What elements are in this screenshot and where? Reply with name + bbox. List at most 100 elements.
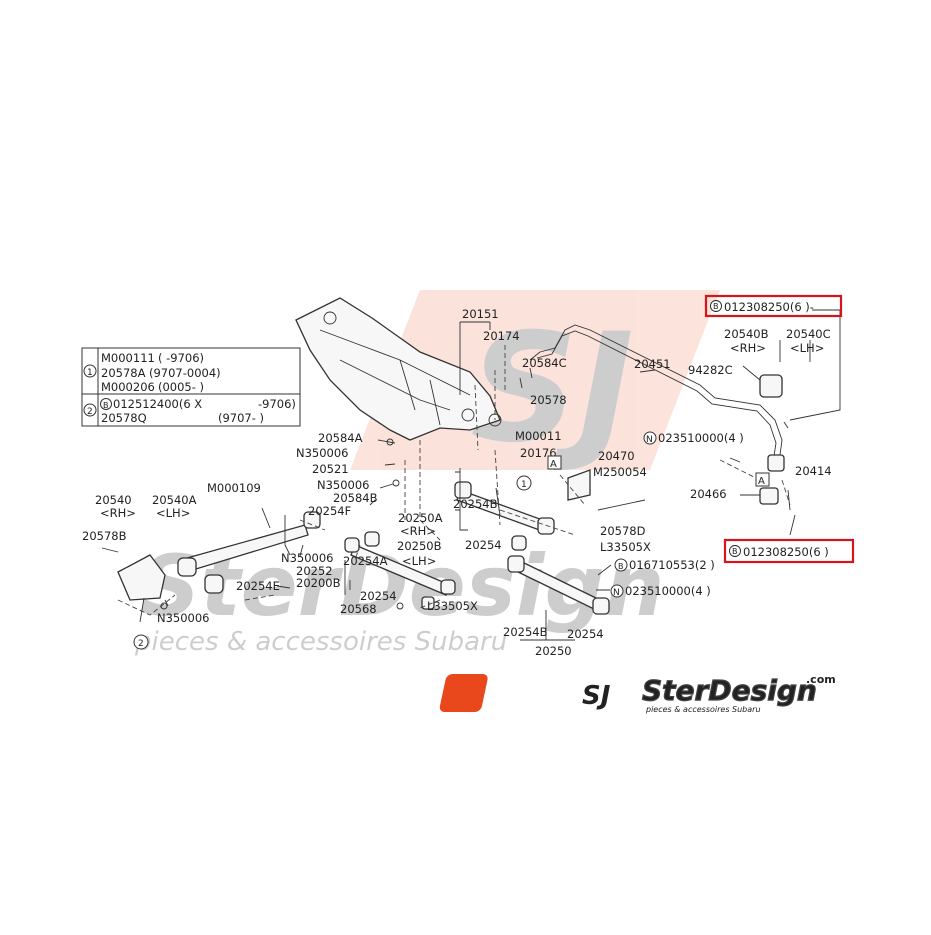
callout-20466: 20466 xyxy=(690,487,727,501)
callout-L33505X-b: L33505X xyxy=(427,599,478,613)
callout-20578B: 20578B xyxy=(82,529,127,543)
bracket-left-part xyxy=(117,554,176,616)
legend-row1-line1-part: M000111 xyxy=(101,351,155,365)
watermark-tagline: pieces & accessoires Subaru xyxy=(134,627,507,657)
legend-row2-line2-note: (9707- ) xyxy=(218,411,264,425)
legend-marker-1-label: 1 xyxy=(87,368,93,378)
callout-0235-b: 023510000(4 ) xyxy=(625,584,711,598)
legend-row2-line2-part: 20578Q xyxy=(101,411,147,425)
legend-marker-2-label: 2 xyxy=(87,407,93,417)
stabilizer-bracket-part xyxy=(567,374,785,505)
highlighted-part-1-code: 012308250(6 )- xyxy=(724,300,814,314)
marker-b-icon-1 xyxy=(614,558,628,572)
brand-logo-mark-bg xyxy=(439,674,488,712)
marker-b-label-1: B xyxy=(618,562,624,571)
callout-lh-2: <LH> xyxy=(402,554,436,568)
callout-20578D: 20578D xyxy=(600,524,646,538)
marker-2-icon xyxy=(133,634,149,650)
marker-2-label: 2 xyxy=(138,639,144,649)
marker-1-label: 1 xyxy=(521,480,527,490)
callout-20252: 20252 xyxy=(296,564,333,578)
brand-logo-tagline: pieces & accessoires Subaru xyxy=(645,705,761,714)
highlighted-part-2[interactable]: B 012308250(6 ) xyxy=(723,538,855,564)
callout-20470: 20470 xyxy=(598,449,635,463)
callout-lh-3: <LH> xyxy=(156,506,190,520)
marker-n-icon xyxy=(643,431,657,445)
callout-20578: 20578 xyxy=(530,393,567,407)
legend-row1-line2-note: (9707-0004) xyxy=(149,366,221,380)
callout-94282C: 94282C xyxy=(688,363,733,377)
brand-logo-name: SterDesign xyxy=(642,674,817,707)
callout-M250054: M250054 xyxy=(593,465,647,479)
lateral-link-lower-part xyxy=(507,535,610,615)
marker-n-icon-2 xyxy=(610,584,624,598)
legend-row2-line1-note: -9706) xyxy=(258,397,296,411)
callout-20521: 20521 xyxy=(312,462,349,476)
legend-row1-line1-note: ( -9706) xyxy=(158,351,204,365)
callout-20254E: 20254E xyxy=(236,579,280,593)
callout-20250A: 20250A xyxy=(398,511,443,525)
marker-n-label: N xyxy=(646,435,653,445)
legend-row1-line3-note: (0005- ) xyxy=(158,380,204,394)
marker-n-label-2: N xyxy=(613,588,620,598)
callout-L33505X-a: L33505X xyxy=(600,540,651,554)
legend-row2-line1-part: 012512400(6 X xyxy=(113,397,202,411)
highlighted-part-2-marker: B xyxy=(732,547,738,556)
leader-lines xyxy=(276,309,841,641)
callout-N350006-b: N350006 xyxy=(317,478,370,492)
legend-table: 1 M000111 ( -9706) 20578A (9707-0004) M0… xyxy=(81,347,301,427)
highlighted-part-1[interactable]: B 012308250(6 )- xyxy=(704,294,843,318)
callout-N350006-c: N350006 xyxy=(281,551,334,565)
highlighted-part-1-marker: B xyxy=(713,302,719,311)
callout-20568: 20568 xyxy=(340,602,377,616)
callout-20414: 20414 xyxy=(795,464,832,478)
callout-20176: 20176 xyxy=(520,446,557,460)
callout-20254-a: 20254 xyxy=(465,538,502,552)
callout-20254B-b: 20254B xyxy=(503,625,548,639)
crossmember-part xyxy=(295,297,502,441)
callout-labels: 20151 20174 20584C 20578 M00011 20176 1 … xyxy=(82,307,832,658)
legend-row1-line2-part: 20578A xyxy=(101,366,146,380)
callout-20250B: 20250B xyxy=(397,539,442,553)
callout-20451: 20451 xyxy=(634,357,671,371)
lateral-link-left-part xyxy=(344,531,456,610)
callout-20151: 20151 xyxy=(462,307,499,321)
callout-20254F: 20254F xyxy=(308,504,351,518)
brand-logo-domain: .com xyxy=(806,673,836,686)
callout-M000011: M00011 xyxy=(515,429,562,443)
assembly-lines xyxy=(244,345,791,609)
legend-marker-1 xyxy=(83,364,97,378)
highlighted-part-2-code: 012308250(6 ) xyxy=(743,545,829,559)
callout-20584B: 20584B xyxy=(333,491,378,505)
callout-20254B-a: 20254B xyxy=(453,497,498,511)
brand-logo-mark: SJ xyxy=(582,681,611,711)
callout-20584C: 20584C xyxy=(522,356,567,370)
box-a-left: A xyxy=(550,459,557,470)
callout-M000109: M000109 xyxy=(207,481,261,495)
callout-20200B: 20200B xyxy=(296,576,341,590)
trailing-link-part xyxy=(177,511,321,594)
callout-20254-c: 20254 xyxy=(567,627,604,641)
callout-20540A: 20540A xyxy=(152,493,197,507)
callout-20250: 20250 xyxy=(535,644,572,658)
callout-20254-b: 20254 xyxy=(360,589,397,603)
callout-20174: 20174 xyxy=(483,329,520,343)
callout-lh-1: <LH> xyxy=(790,341,824,355)
callout-20540C: 20540C xyxy=(786,327,831,341)
box-a-right: A xyxy=(758,476,765,487)
legend-bolt-marker xyxy=(100,398,112,410)
legend-marker-2 xyxy=(83,403,97,417)
callout-N350006-d: N350006 xyxy=(157,611,210,625)
callout-20584A: 20584A xyxy=(318,431,363,445)
brand-logo[interactable]: SJ SterDesign .com pieces & accessoires … xyxy=(439,673,836,714)
callout-rh-2: <RH> xyxy=(400,524,436,538)
watermark-logo-text: SJ xyxy=(470,302,634,476)
callout-0167: 016710553(2 ) xyxy=(629,558,715,572)
callout-20540: 20540 xyxy=(95,493,132,507)
callout-rh-1: <RH> xyxy=(730,341,766,355)
marker-1-icon xyxy=(516,475,532,491)
legend-row1-line3-part: M000206 xyxy=(101,380,155,394)
legend-bolt-marker-label: B xyxy=(103,401,109,410)
callout-N350006-a: N350006 xyxy=(296,446,349,460)
